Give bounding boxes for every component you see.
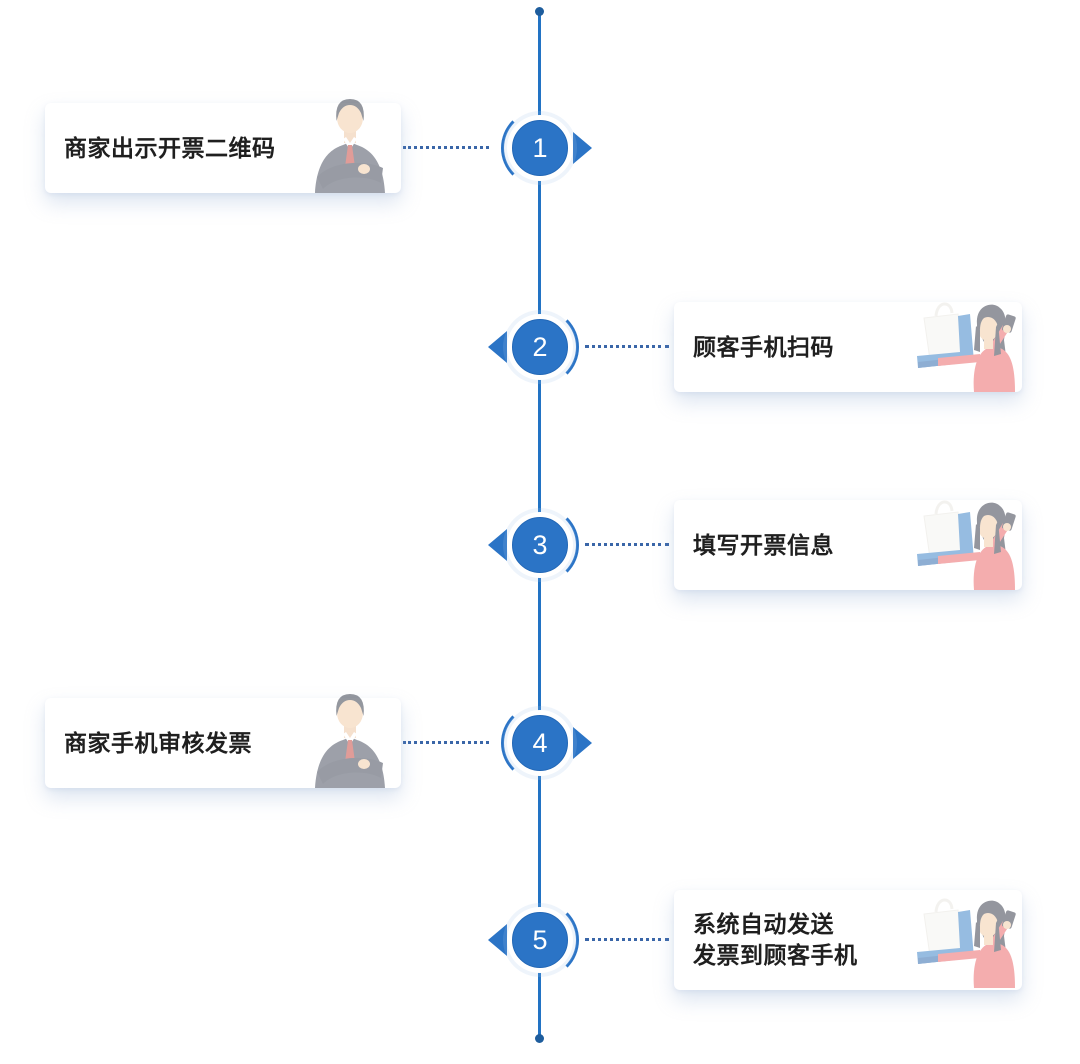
dotted-connector xyxy=(403,146,489,149)
step-2-label: 顾客手机扫码 xyxy=(693,333,834,360)
arrow-right-icon xyxy=(573,727,592,759)
step-4-number-badge: 4 xyxy=(512,715,568,771)
arc-bracket-icon xyxy=(501,506,579,584)
customer-illustration-icon xyxy=(917,302,1016,392)
step-5-label: 系统自动发送 发票到顾客手机 xyxy=(674,909,858,971)
dotted-connector xyxy=(585,938,669,941)
step-1-number-badge: 1 xyxy=(512,120,568,176)
dotted-connector xyxy=(585,543,669,546)
arc-bracket-icon xyxy=(501,901,579,979)
step-5-label-line2: 发票到顾客手机 xyxy=(693,942,858,968)
step-4-card: 商家手机审核发票 xyxy=(45,694,401,788)
step-3-card: 填写开票信息 xyxy=(674,500,1022,590)
arrow-left-icon xyxy=(488,529,507,561)
arrow-left-icon xyxy=(488,331,507,363)
dotted-connector xyxy=(403,741,489,744)
arc-bracket-icon xyxy=(501,109,579,187)
arc-bracket-icon xyxy=(501,308,579,386)
customer-illustration-icon xyxy=(917,898,1016,988)
arrow-right-icon xyxy=(573,132,592,164)
step-5-card: 系统自动发送 发票到顾客手机 xyxy=(674,890,1022,990)
step-2-number-badge: 2 xyxy=(512,319,568,375)
step-2-card: 顾客手机扫码 xyxy=(674,302,1022,392)
merchant-illustration-icon xyxy=(315,99,385,193)
step-3-label: 填写开票信息 xyxy=(693,531,834,558)
customer-illustration-icon xyxy=(917,500,1016,590)
arrow-left-icon xyxy=(488,924,507,956)
step-3-number-badge: 3 xyxy=(512,517,568,573)
timeline-top-dot xyxy=(535,7,544,16)
arc-bracket-icon xyxy=(501,704,579,782)
merchant-illustration-icon xyxy=(315,694,385,788)
step-1-label: 商家出示开票二维码 xyxy=(64,134,276,161)
step-5-label-line1: 系统自动发送 xyxy=(693,911,834,937)
timeline-bottom-dot xyxy=(535,1034,544,1043)
step-4-label: 商家手机审核发票 xyxy=(64,729,252,756)
step-1-card: 商家出示开票二维码 xyxy=(45,99,401,193)
dotted-connector xyxy=(585,345,669,348)
step-5-number-badge: 5 xyxy=(512,912,568,968)
